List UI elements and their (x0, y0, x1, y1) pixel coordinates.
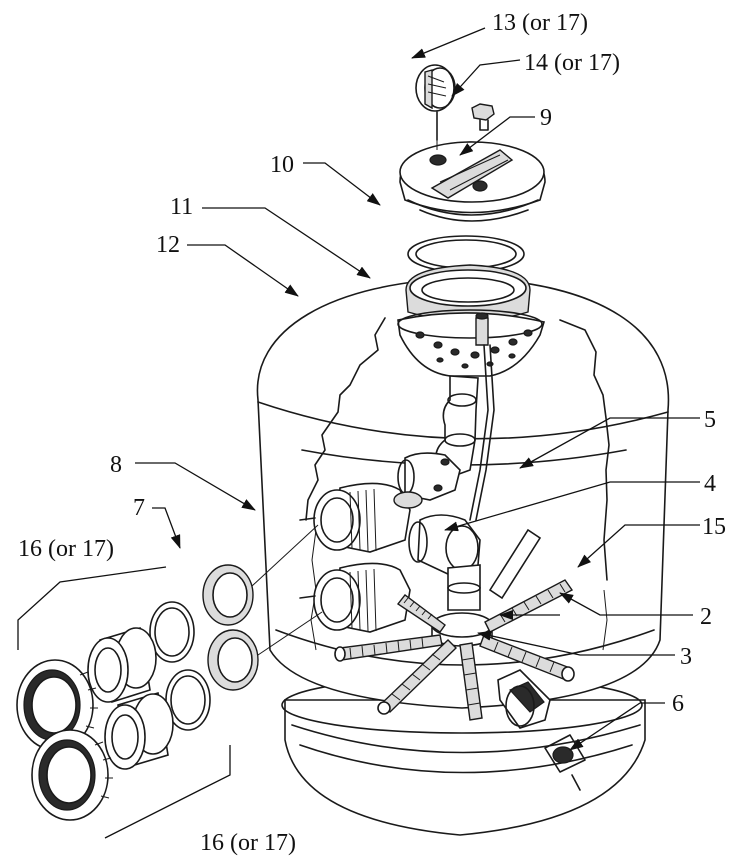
air-relief-valve (471, 103, 495, 131)
label-15: 15 (702, 514, 726, 540)
o-ring-upper (149, 601, 195, 663)
label-8: 8 (110, 452, 122, 478)
label-5: 5 (704, 407, 716, 433)
label-13: 13 (or 17) (492, 10, 588, 36)
union-nut-lower (31, 729, 113, 821)
label-10: 10 (270, 152, 294, 178)
callout-labels: 13 (or 17) 14 (or 17) 9 10 11 12 5 4 8 7… (18, 10, 726, 856)
closure-lid (397, 141, 546, 521)
lower-port (313, 562, 411, 633)
drain-valve (497, 669, 586, 791)
leader-lines (17, 27, 700, 839)
upper-port (313, 482, 423, 553)
label-6: 6 (672, 691, 684, 717)
union-seal-lower (207, 629, 259, 691)
pressure-gauge (415, 64, 456, 141)
label-3: 3 (680, 644, 692, 670)
label-16-top: 16 (or 17) (18, 536, 114, 562)
label-4: 4 (704, 471, 716, 497)
union-tail-lower (104, 691, 174, 770)
label-12: 12 (156, 232, 180, 258)
union-nut-upper (16, 659, 98, 751)
union-tail-upper (87, 626, 157, 704)
label-7: 7 (133, 495, 145, 521)
label-11: 11 (170, 194, 193, 220)
label-16-bottom: 16 (or 17) (200, 830, 296, 856)
label-9: 9 (540, 105, 552, 131)
label-14: 14 (or 17) (524, 50, 620, 76)
label-2: 2 (700, 604, 712, 630)
union-seal-upper (202, 564, 254, 626)
